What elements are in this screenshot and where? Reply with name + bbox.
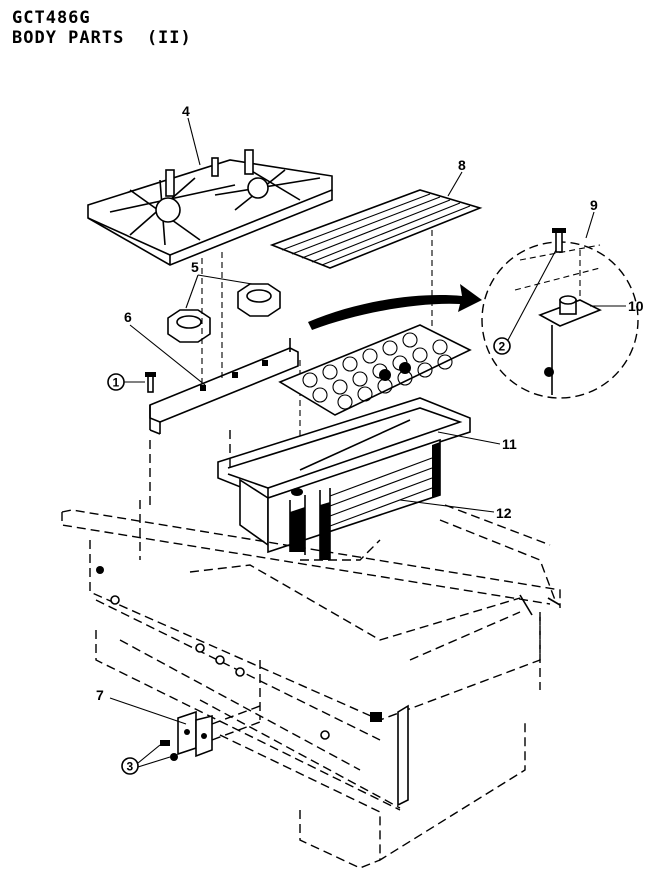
callout-3-circle (121, 757, 139, 775)
leader-5a (185, 274, 199, 309)
leader-11 (437, 431, 501, 445)
callout-1: 1 (113, 376, 120, 390)
part-1-screw[interactable] (145, 372, 156, 393)
model-title: GCT486G (12, 8, 91, 28)
part-5-burner-head-right[interactable] (237, 283, 281, 317)
callout-12: 12 (496, 505, 512, 521)
part-5-burner-head-left[interactable] (167, 309, 211, 343)
callout-8: 8 (458, 157, 466, 173)
part-4-top-grate[interactable] (87, 149, 333, 266)
callout-10: 10 (628, 298, 644, 314)
callout-11: 11 (502, 436, 517, 452)
callout-3: 3 (127, 760, 134, 774)
detail-thermostat-assembly[interactable] (514, 228, 602, 395)
leader-8 (447, 171, 463, 197)
leader-7 (109, 697, 187, 725)
callout-4: 4 (182, 103, 190, 119)
leader-5b (197, 274, 253, 285)
title-block: GCT486G BODY PARTS (II) (12, 8, 192, 48)
part-6-burner-bracket[interactable] (149, 338, 299, 435)
detail-arrow (308, 284, 482, 330)
callout-2-circle (493, 337, 511, 355)
leader-9 (585, 211, 595, 239)
range-body-front-rail (96, 566, 561, 807)
leader-6 (129, 324, 206, 386)
leader-3b (137, 756, 171, 768)
lava-rock-grate (278, 324, 472, 416)
part-8-grill-rack[interactable] (269, 189, 483, 269)
leader-2 (507, 249, 557, 341)
section-title: BODY PARTS (II) (12, 28, 192, 48)
part-12-burner-box[interactable] (239, 438, 441, 560)
callout-9: 9 (590, 197, 598, 213)
callout-2: 2 (499, 340, 506, 354)
part-3-screw-and-nut[interactable] (160, 740, 178, 761)
leader-3a (137, 744, 161, 764)
part-11-burner-pan[interactable] (217, 397, 471, 499)
leader-4 (187, 117, 201, 166)
callout-5: 5 (191, 259, 199, 275)
callout-6: 6 (124, 309, 132, 325)
callout-7: 7 (96, 687, 104, 703)
